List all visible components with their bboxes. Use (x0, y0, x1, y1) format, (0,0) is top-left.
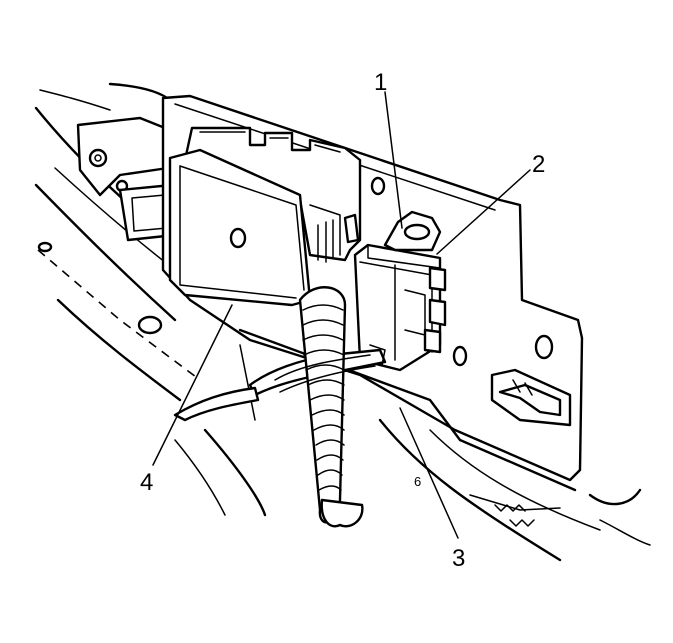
wiring-harness (173, 286, 387, 528)
callout-label-4: 4 (140, 469, 153, 496)
sensor-module (168, 126, 362, 307)
callout-label-1: 1 (374, 69, 387, 96)
leader-line-1 (384, 91, 403, 229)
callout-label-2: 2 (532, 151, 545, 178)
leader-line-2 (436, 169, 531, 255)
callout-label-3: 3 (452, 545, 465, 572)
part-marking: 6 (414, 474, 421, 489)
leader-lines (152, 91, 531, 539)
electrical-connector (353, 243, 447, 372)
background-structure (34, 82, 651, 562)
leader-line-3 (399, 407, 459, 539)
left-bracket (76, 116, 177, 242)
leader-line-4 (152, 304, 233, 466)
